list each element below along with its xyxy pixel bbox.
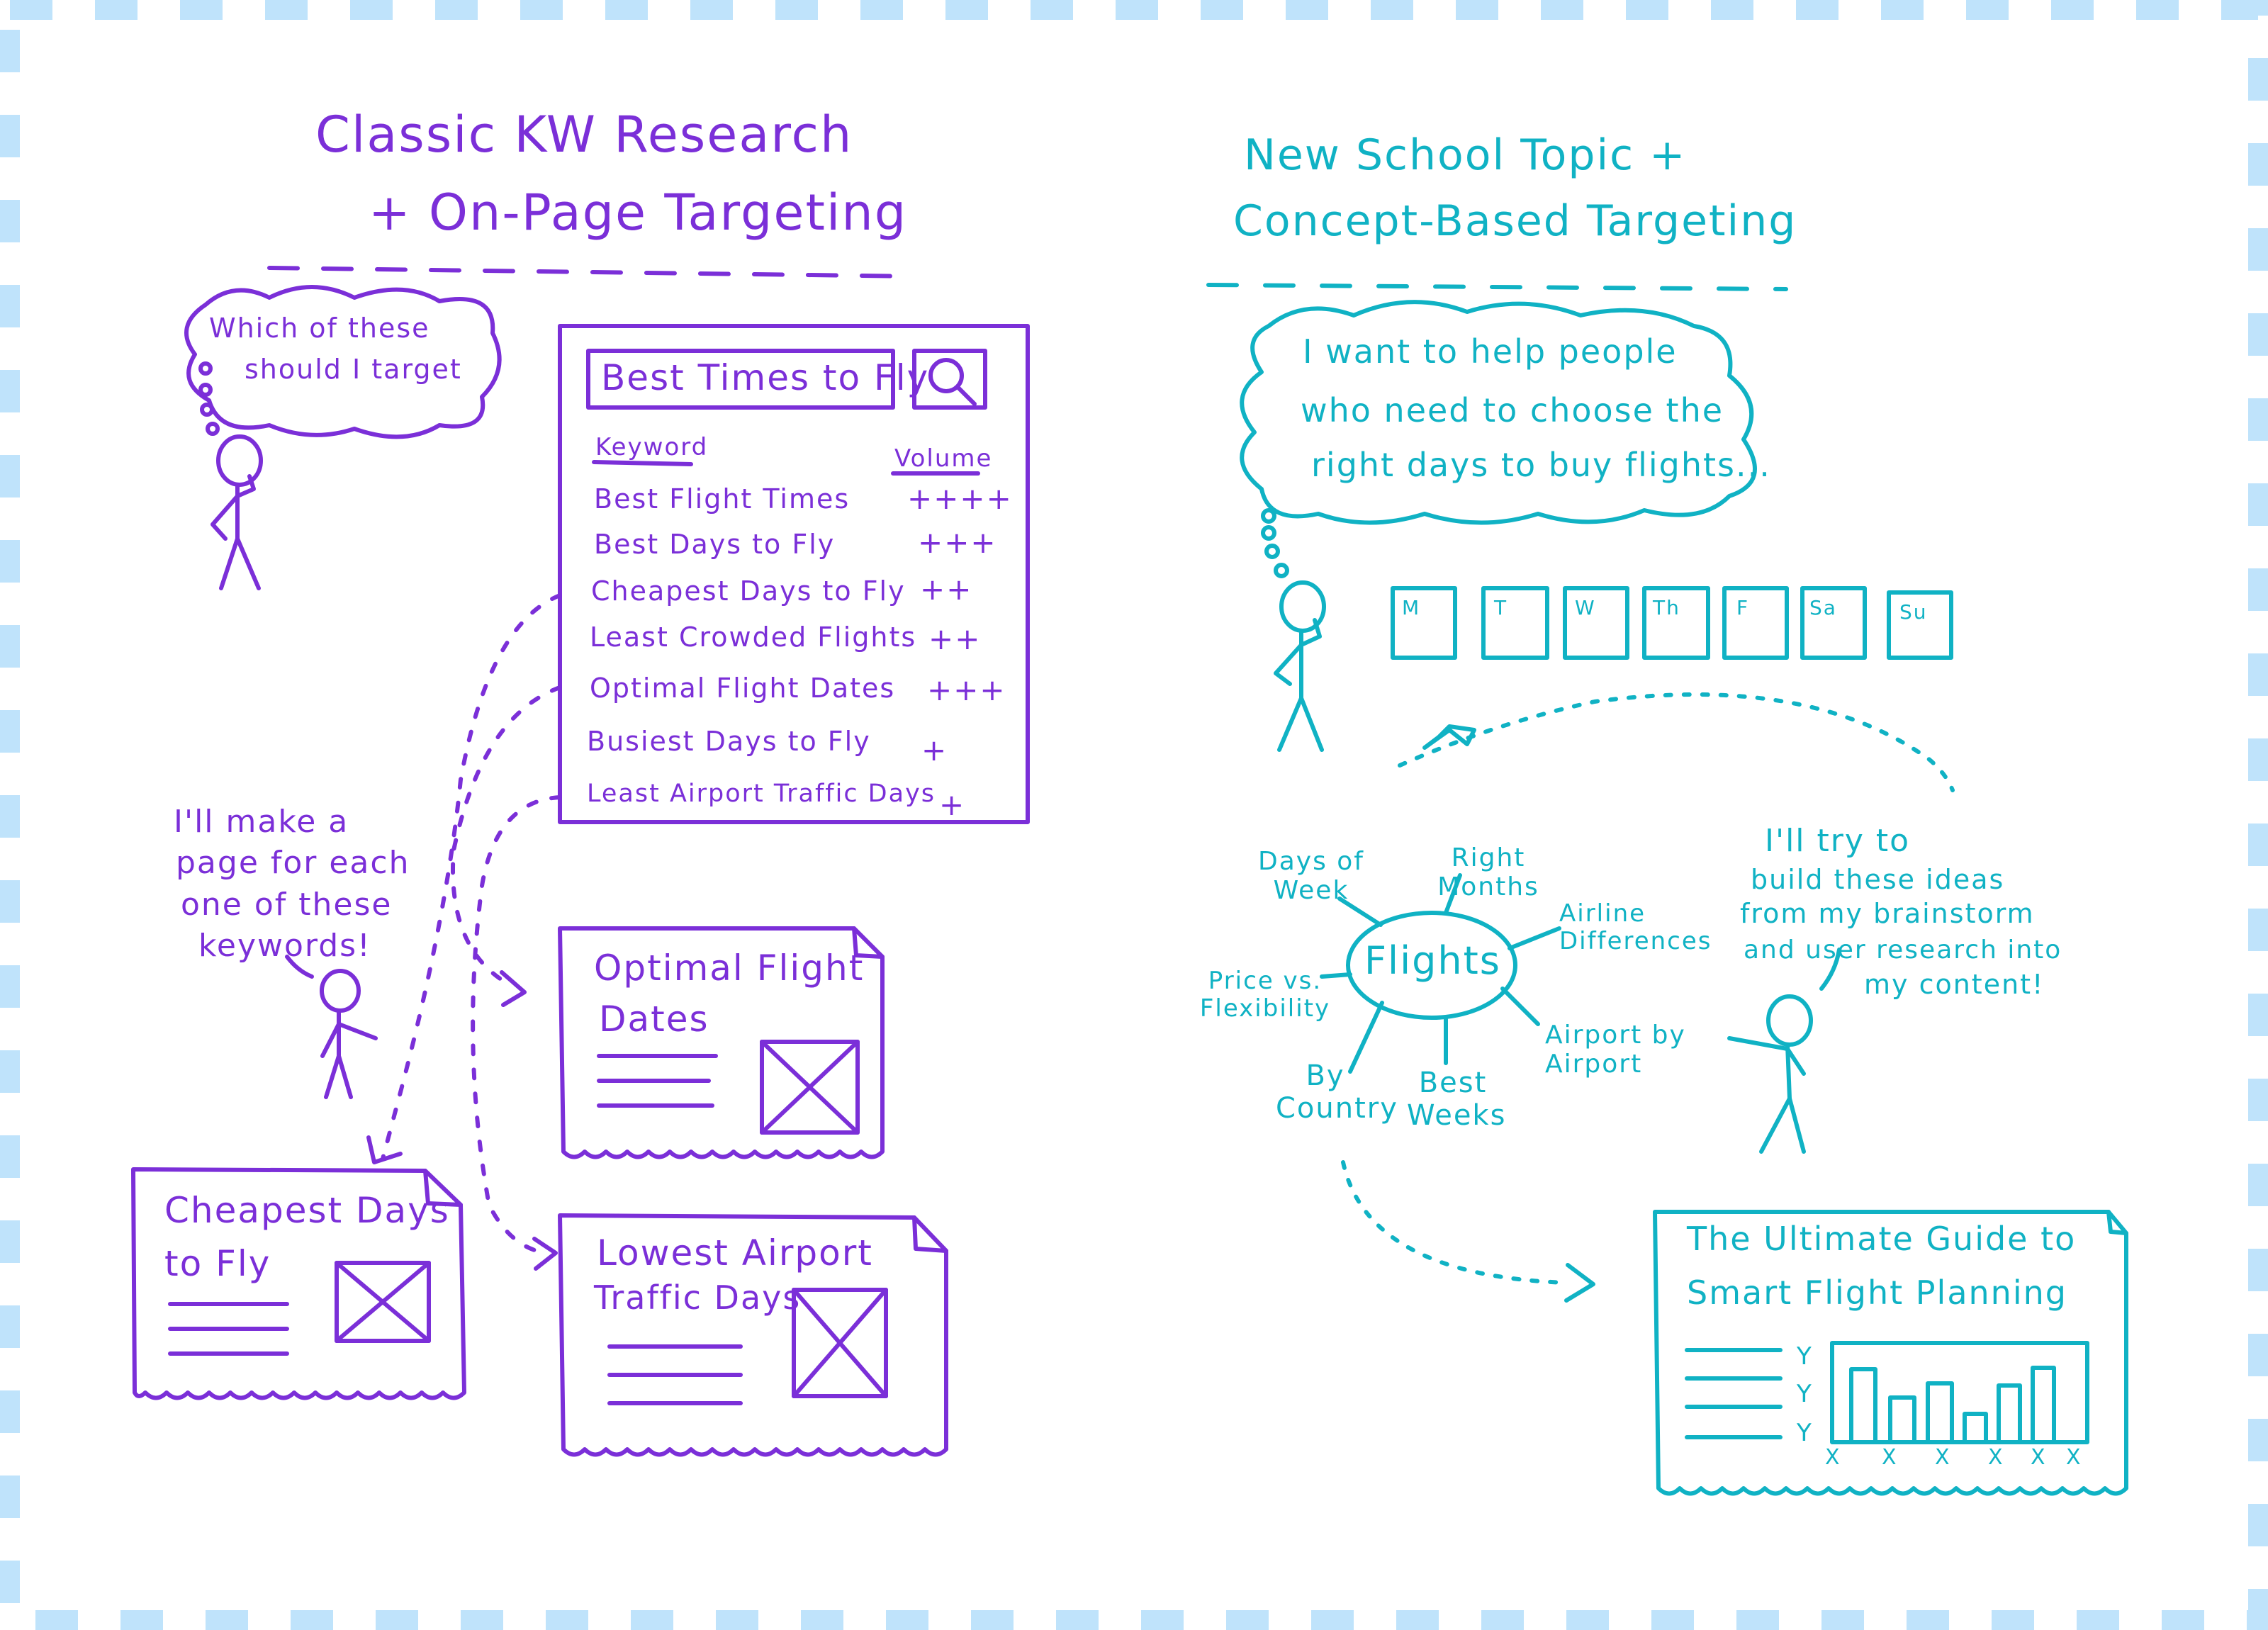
keyword-row-1: Best Flight Times <box>594 483 850 515</box>
mindmap-branch-airline-differences: Airline Differences <box>1559 899 1712 956</box>
left-speech-line1: I'll make a <box>174 804 349 840</box>
chart-y-label-2: Y <box>1797 1380 1813 1408</box>
day-label-sun: Su <box>1899 600 1928 624</box>
chart-x-label-2: X <box>1882 1445 1898 1470</box>
right-thought-line2: who need to choose the <box>1301 391 1724 429</box>
page-cheapest-title-line2: to Fly <box>164 1243 271 1284</box>
chart-y-label-1: Y <box>1797 1342 1813 1371</box>
chart-x-label-4: X <box>1988 1445 2004 1470</box>
keyword-row-6: Busiest Days to Fly <box>587 726 871 757</box>
keyword-row-7: Least Airport Traffic Days <box>587 780 936 808</box>
left-speech-line3: one of these <box>181 887 393 923</box>
volume-row-1: ++++ <box>907 481 1013 516</box>
day-label-thu: Th <box>1653 596 1680 619</box>
guide-title-line2: Smart Flight Planning <box>1687 1274 2067 1312</box>
keyword-row-4: Least Crowded Flights <box>590 622 917 653</box>
chart-y-label-3: Y <box>1797 1419 1813 1447</box>
day-label-fri: F <box>1736 596 1750 619</box>
mindmap-branch-by-country: By Country <box>1276 1060 1398 1125</box>
keyword-row-3: Cheapest Days to Fly <box>591 575 906 607</box>
day-label-tue: T <box>1494 596 1508 619</box>
day-label-sat: Sa <box>1809 596 1837 619</box>
keyword-row-5: Optimal Flight Dates <box>590 673 896 704</box>
day-label-wed: W <box>1575 596 1596 619</box>
mindmap-center-node: Flights <box>1364 938 1501 983</box>
thought-text-line1: Which of these <box>209 313 430 344</box>
volume-row-7: + <box>939 787 966 822</box>
page-lowest-title-line1: Lowest Airport <box>597 1232 873 1274</box>
left-title-line2: + On-Page Targeting <box>369 184 908 242</box>
search-input: Best Times to Fly <box>601 357 930 398</box>
volume-column-header: Volume <box>894 444 993 473</box>
thought-text-line2: should I target <box>245 354 462 385</box>
left-speech-line2: page for each <box>176 845 410 881</box>
mindmap-branch-airport-by-airport: Airport by Airport <box>1545 1021 1686 1079</box>
chart-x-label-6: X <box>2066 1445 2082 1470</box>
volume-row-3: ++ <box>920 572 973 607</box>
right-title-line1: New School Topic + <box>1244 130 1687 180</box>
left-title-line1: Classic KW Research <box>315 106 853 164</box>
page-cheapest-title-line1: Cheapest Days <box>164 1190 450 1231</box>
mindmap-branch-right-months: Right Months <box>1437 843 1539 902</box>
keyword-row-2: Best Days to Fly <box>594 529 836 560</box>
mindmap-branch-price-vs-flexibility: Price vs. Flexibility <box>1199 967 1331 1023</box>
right-speech-line4: and user research into <box>1744 935 2062 965</box>
chart-x-label-5: X <box>2031 1445 2047 1470</box>
right-speech-line5: my content! <box>1864 969 2045 1000</box>
chart-x-label-1: X <box>1825 1445 1841 1470</box>
volume-row-6: + <box>921 733 948 768</box>
guide-title-line1: The Ultimate Guide to <box>1687 1220 2077 1258</box>
volume-row-2: +++ <box>918 525 997 560</box>
page-lowest-title-line2: Traffic Days <box>594 1278 802 1317</box>
mindmap-branch-days-of-week: Days of Week <box>1258 847 1364 906</box>
right-title-line2: Concept-Based Targeting <box>1233 196 1797 246</box>
day-label-mon: M <box>1402 596 1421 619</box>
right-thought-line1: I want to help people <box>1303 332 1678 371</box>
right-speech-line1: I'll try to <box>1765 823 1911 859</box>
page-optimal-title-line1: Optimal Flight <box>594 948 865 989</box>
right-speech-line2: build these ideas <box>1751 864 2005 895</box>
page-optimal-title-line2: Dates <box>599 999 709 1040</box>
left-speech-line4: keywords! <box>198 928 371 964</box>
volume-row-4: ++ <box>928 622 982 656</box>
right-thought-line3: right days to buy flights... <box>1311 446 1771 484</box>
chart-x-label-3: X <box>1935 1445 1951 1470</box>
mindmap-branch-best-weeks: Best Weeks <box>1407 1067 1507 1132</box>
volume-row-5: +++ <box>927 673 1006 707</box>
right-speech-line3: from my brainstorm <box>1740 898 2035 929</box>
keyword-column-header: Keyword <box>595 433 709 461</box>
